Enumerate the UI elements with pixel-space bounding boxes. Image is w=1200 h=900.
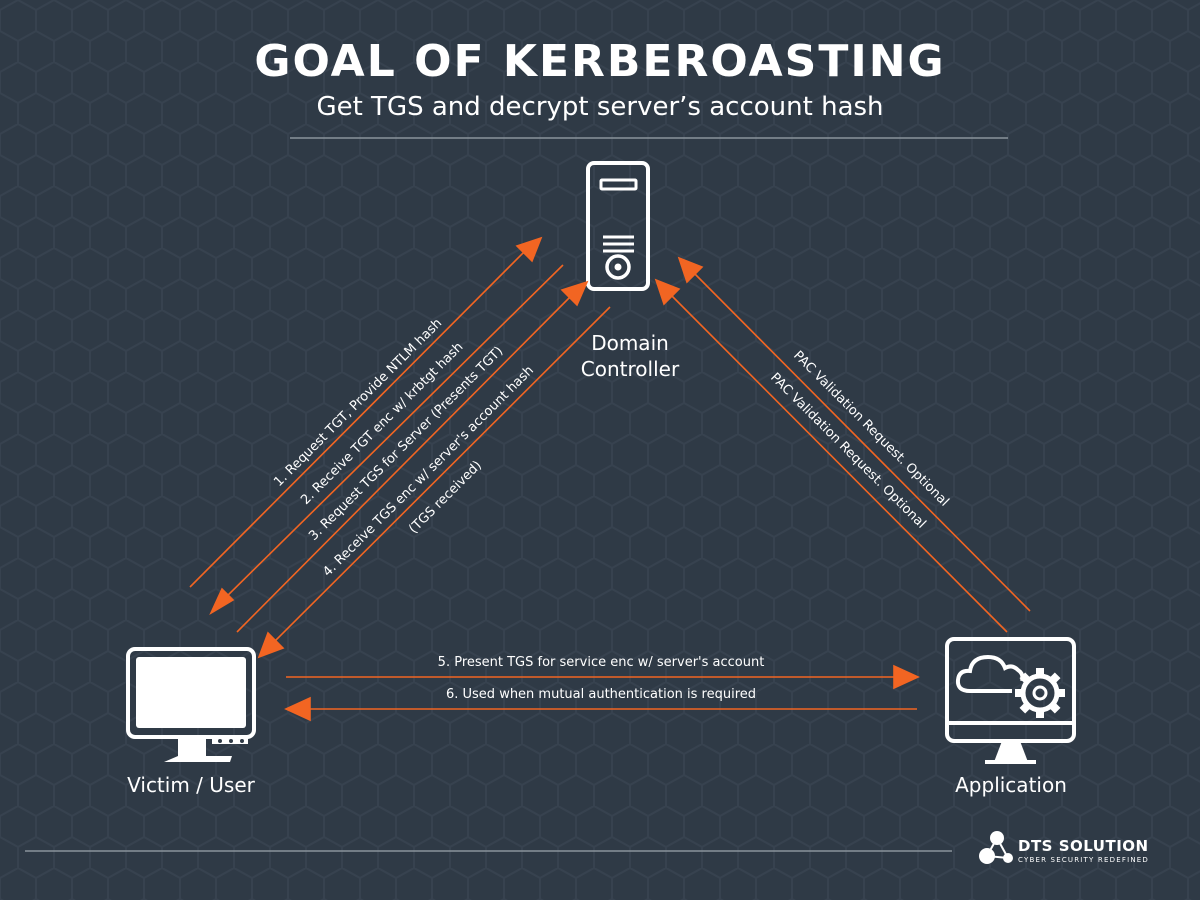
page-subtitle: Get TGS and decrypt server’s account has… — [316, 92, 884, 122]
arrow-step2 — [209, 264, 564, 615]
arrow-step6 — [284, 696, 917, 722]
arrow-step3 — [236, 280, 589, 633]
victim-label: Victim / User — [127, 773, 255, 797]
arrow-pac-response — [654, 278, 1008, 633]
domain-controller-label-line1: Domain — [591, 331, 669, 355]
step6-label: 6. Used when mutual authentication is re… — [446, 687, 756, 702]
domain-controller-label-line2: Controller — [580, 357, 680, 381]
arrow-pac-request — [677, 256, 1031, 612]
arrow-step4 — [257, 306, 611, 659]
step5-label: 5. Present TGS for service enc w/ server… — [438, 655, 765, 670]
logo-name: DTS SOLUTION — [1018, 837, 1149, 855]
domain-controller-label: Domain Controller — [560, 330, 700, 382]
arrow-step1 — [189, 236, 543, 588]
logo-tagline: CYBER SECURITY REDEFINED — [1018, 856, 1149, 864]
arrow-step5 — [286, 664, 920, 690]
application-label: Application — [955, 773, 1067, 797]
dts-logo: DTS SOLUTION CYBER SECURITY REDEFINED — [1018, 837, 1149, 864]
application-cloud-gear-icon — [945, 637, 1076, 764]
dts-logo-icon — [979, 831, 1013, 864]
server-icon — [586, 161, 650, 291]
page-title: GOAL OF KERBEROASTING — [254, 36, 946, 87]
monitor-icon — [126, 647, 256, 762]
